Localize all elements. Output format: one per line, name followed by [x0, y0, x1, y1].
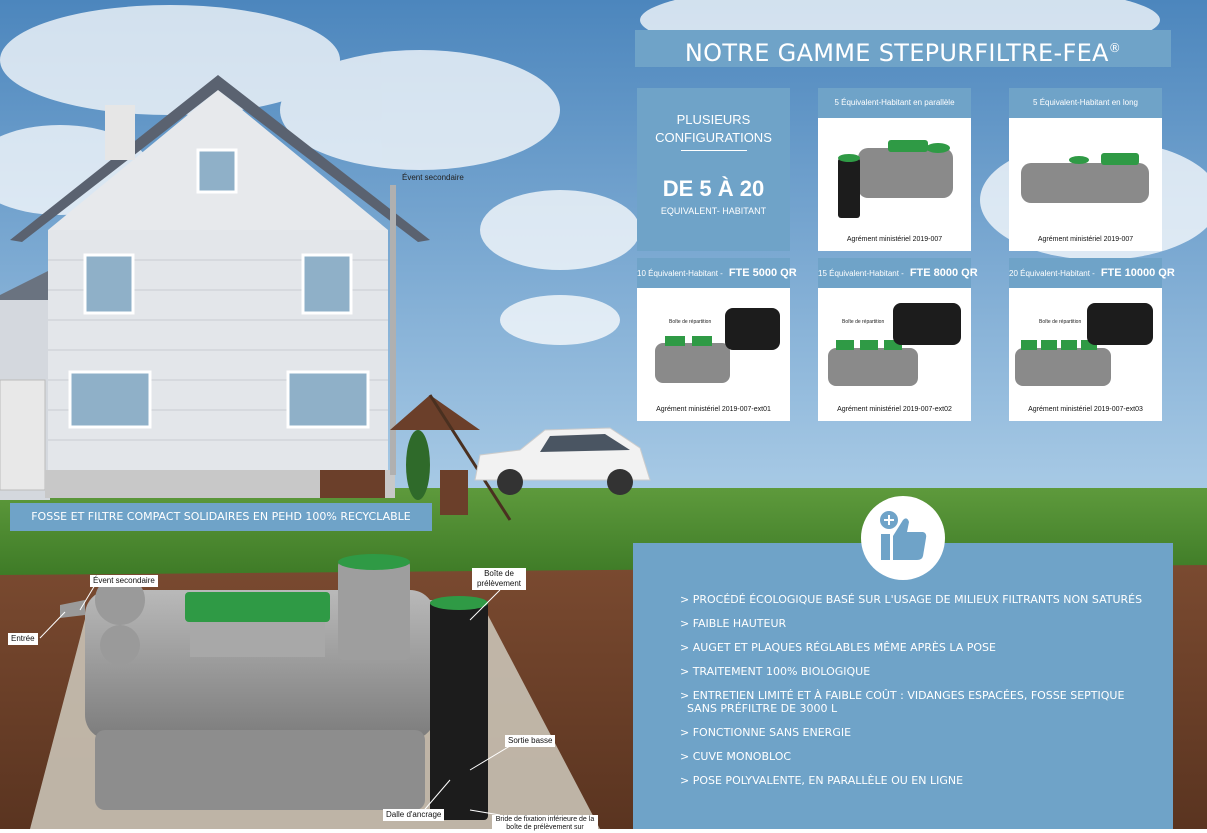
house	[0, 75, 430, 500]
tank-illustration	[60, 554, 488, 820]
card-model: FTE 10000 QR	[1100, 267, 1175, 279]
flange-label: Bride de fixation inférieure de la boîte…	[492, 815, 598, 833]
feature-item: > POSE POLYVALENTE, EN PARALLÈLE OU EN L…	[680, 774, 964, 787]
card-head: 5 Équivalent-Habitant en parallèle	[818, 88, 971, 118]
config-unit: EQUIVALENT- HABITANT	[660, 206, 767, 216]
features-panel: > PROCÉDÉ ÉCOLOGIQUE BASÉ SUR L'USAGE DE…	[633, 543, 1173, 829]
card-caption: Agrément ministériel 2019-007-ext02	[837, 406, 952, 413]
page-title: NOTRE GAMME STEPURFILTRE-FEA®	[635, 30, 1171, 67]
product-card-fte-8000: 15 Équivalent-Habitant -FTE 8000 QR Boît…	[818, 258, 978, 421]
card-head: 15 Équivalent-Habitant -FTE 8000 QR	[818, 258, 978, 288]
feature-item: > FAIBLE HAUTEUR	[680, 617, 787, 630]
config-line1: PLUSIEURS	[676, 112, 751, 127]
card-tag: Boîte de répartition	[669, 319, 712, 325]
tank-fte8000-image	[828, 303, 961, 386]
feature-item: > ENTRETIEN LIMITÉ ET À FAIBLE COÛT : VI…	[680, 689, 1125, 715]
card-caption: Agrément ministériel 2019-007-ext01	[656, 406, 771, 413]
product-card-fte-10000: 20 Équivalent-Habitant -FTE 10000 QR Boî…	[1009, 258, 1175, 421]
feature-item: > FONCTIONNE SANS ENERGIE	[680, 726, 852, 739]
configurations-panel: PLUSIEURS CONFIGURATIONS DE 5 À 20 EQUIV…	[637, 88, 790, 251]
tank-parallel-image	[838, 140, 953, 218]
feature-item: > CUVE MONOBLOC	[680, 750, 792, 763]
tank-long-image	[1021, 153, 1149, 203]
card-caption: Agrément ministériel 2019-007	[1037, 236, 1134, 243]
vent-label: Évent secondaire	[90, 575, 158, 587]
roof-vent-label: Évent secondaire	[402, 173, 464, 182]
feature-item: > TRAITEMENT 100% BIOLOGIQUE	[680, 665, 871, 678]
feature-item: > PROCÉDÉ ÉCOLOGIQUE BASÉ SUR L'USAGE DE…	[680, 593, 1143, 606]
feature-item-continuation: SANS PRÉFILTRE DE 3000 L	[687, 702, 838, 715]
card-body: Boîte de répartition Agrément ministérie…	[1009, 288, 1162, 421]
thumbs-up-plus-icon	[880, 511, 927, 560]
product-card-fte-5000: 10 Équivalent-Habitant -FTE 5000 QR Boît…	[637, 258, 797, 421]
anchor-slab-label: Dalle d'ancrage	[383, 809, 445, 821]
recyclable-banner: FOSSE ET FILTRE COMPACT SOLIDAIRES EN PE…	[10, 503, 432, 531]
config-line2: CONFIGURATIONS	[655, 130, 772, 145]
card-caption: Agrément ministériel 2019-007	[846, 236, 943, 243]
card-body: Boîte de répartition Agrément ministérie…	[818, 288, 971, 421]
card-head: 20 Équivalent-Habitant -FTE 10000 QR	[1009, 258, 1175, 288]
card-tag: Boîte de répartition	[842, 319, 885, 325]
card-caption: Agrément ministériel 2019-007-ext03	[1028, 406, 1143, 413]
product-card-5eh-long: 5 Équivalent-Habitant en long Agrément m…	[1009, 88, 1162, 251]
inlet-label: Entrée	[8, 633, 38, 645]
low-outlet-label: Sortie basse	[505, 735, 556, 747]
car	[474, 427, 651, 495]
feature-item: > AUGET ET PLAQUES RÉGLABLES MÊME APRÈS …	[680, 641, 996, 654]
card-body: Boîte de répartition Agrément ministérie…	[637, 288, 790, 421]
card-body: Agrément ministériel 2019-007	[818, 118, 971, 251]
card-head: 10 Équivalent-Habitant -FTE 5000 QR	[637, 258, 797, 288]
card-tag: Boîte de répartition	[1039, 319, 1082, 325]
features-list: > PROCÉDÉ ÉCOLOGIQUE BASÉ SUR L'USAGE DE…	[680, 593, 1150, 798]
tank-fte10000-image	[1015, 303, 1153, 386]
product-card-5eh-parallel: 5 Équivalent-Habitant en parallèle Agrém…	[818, 88, 971, 251]
thumbs-up-badge	[861, 496, 945, 580]
card-head: 5 Équivalent-Habitant en long	[1009, 88, 1162, 118]
sampling-box-label: Boîte de prélèvement	[472, 568, 526, 590]
tank-fte5000-image	[655, 308, 780, 383]
card-model: FTE 5000 QR	[728, 267, 797, 279]
registered-mark: ®	[1108, 41, 1122, 55]
config-divider	[681, 150, 747, 151]
card-model: FTE 8000 QR	[909, 267, 978, 279]
config-range: DE 5 À 20	[662, 176, 765, 201]
card-body: Agrément ministériel 2019-007	[1009, 118, 1162, 251]
